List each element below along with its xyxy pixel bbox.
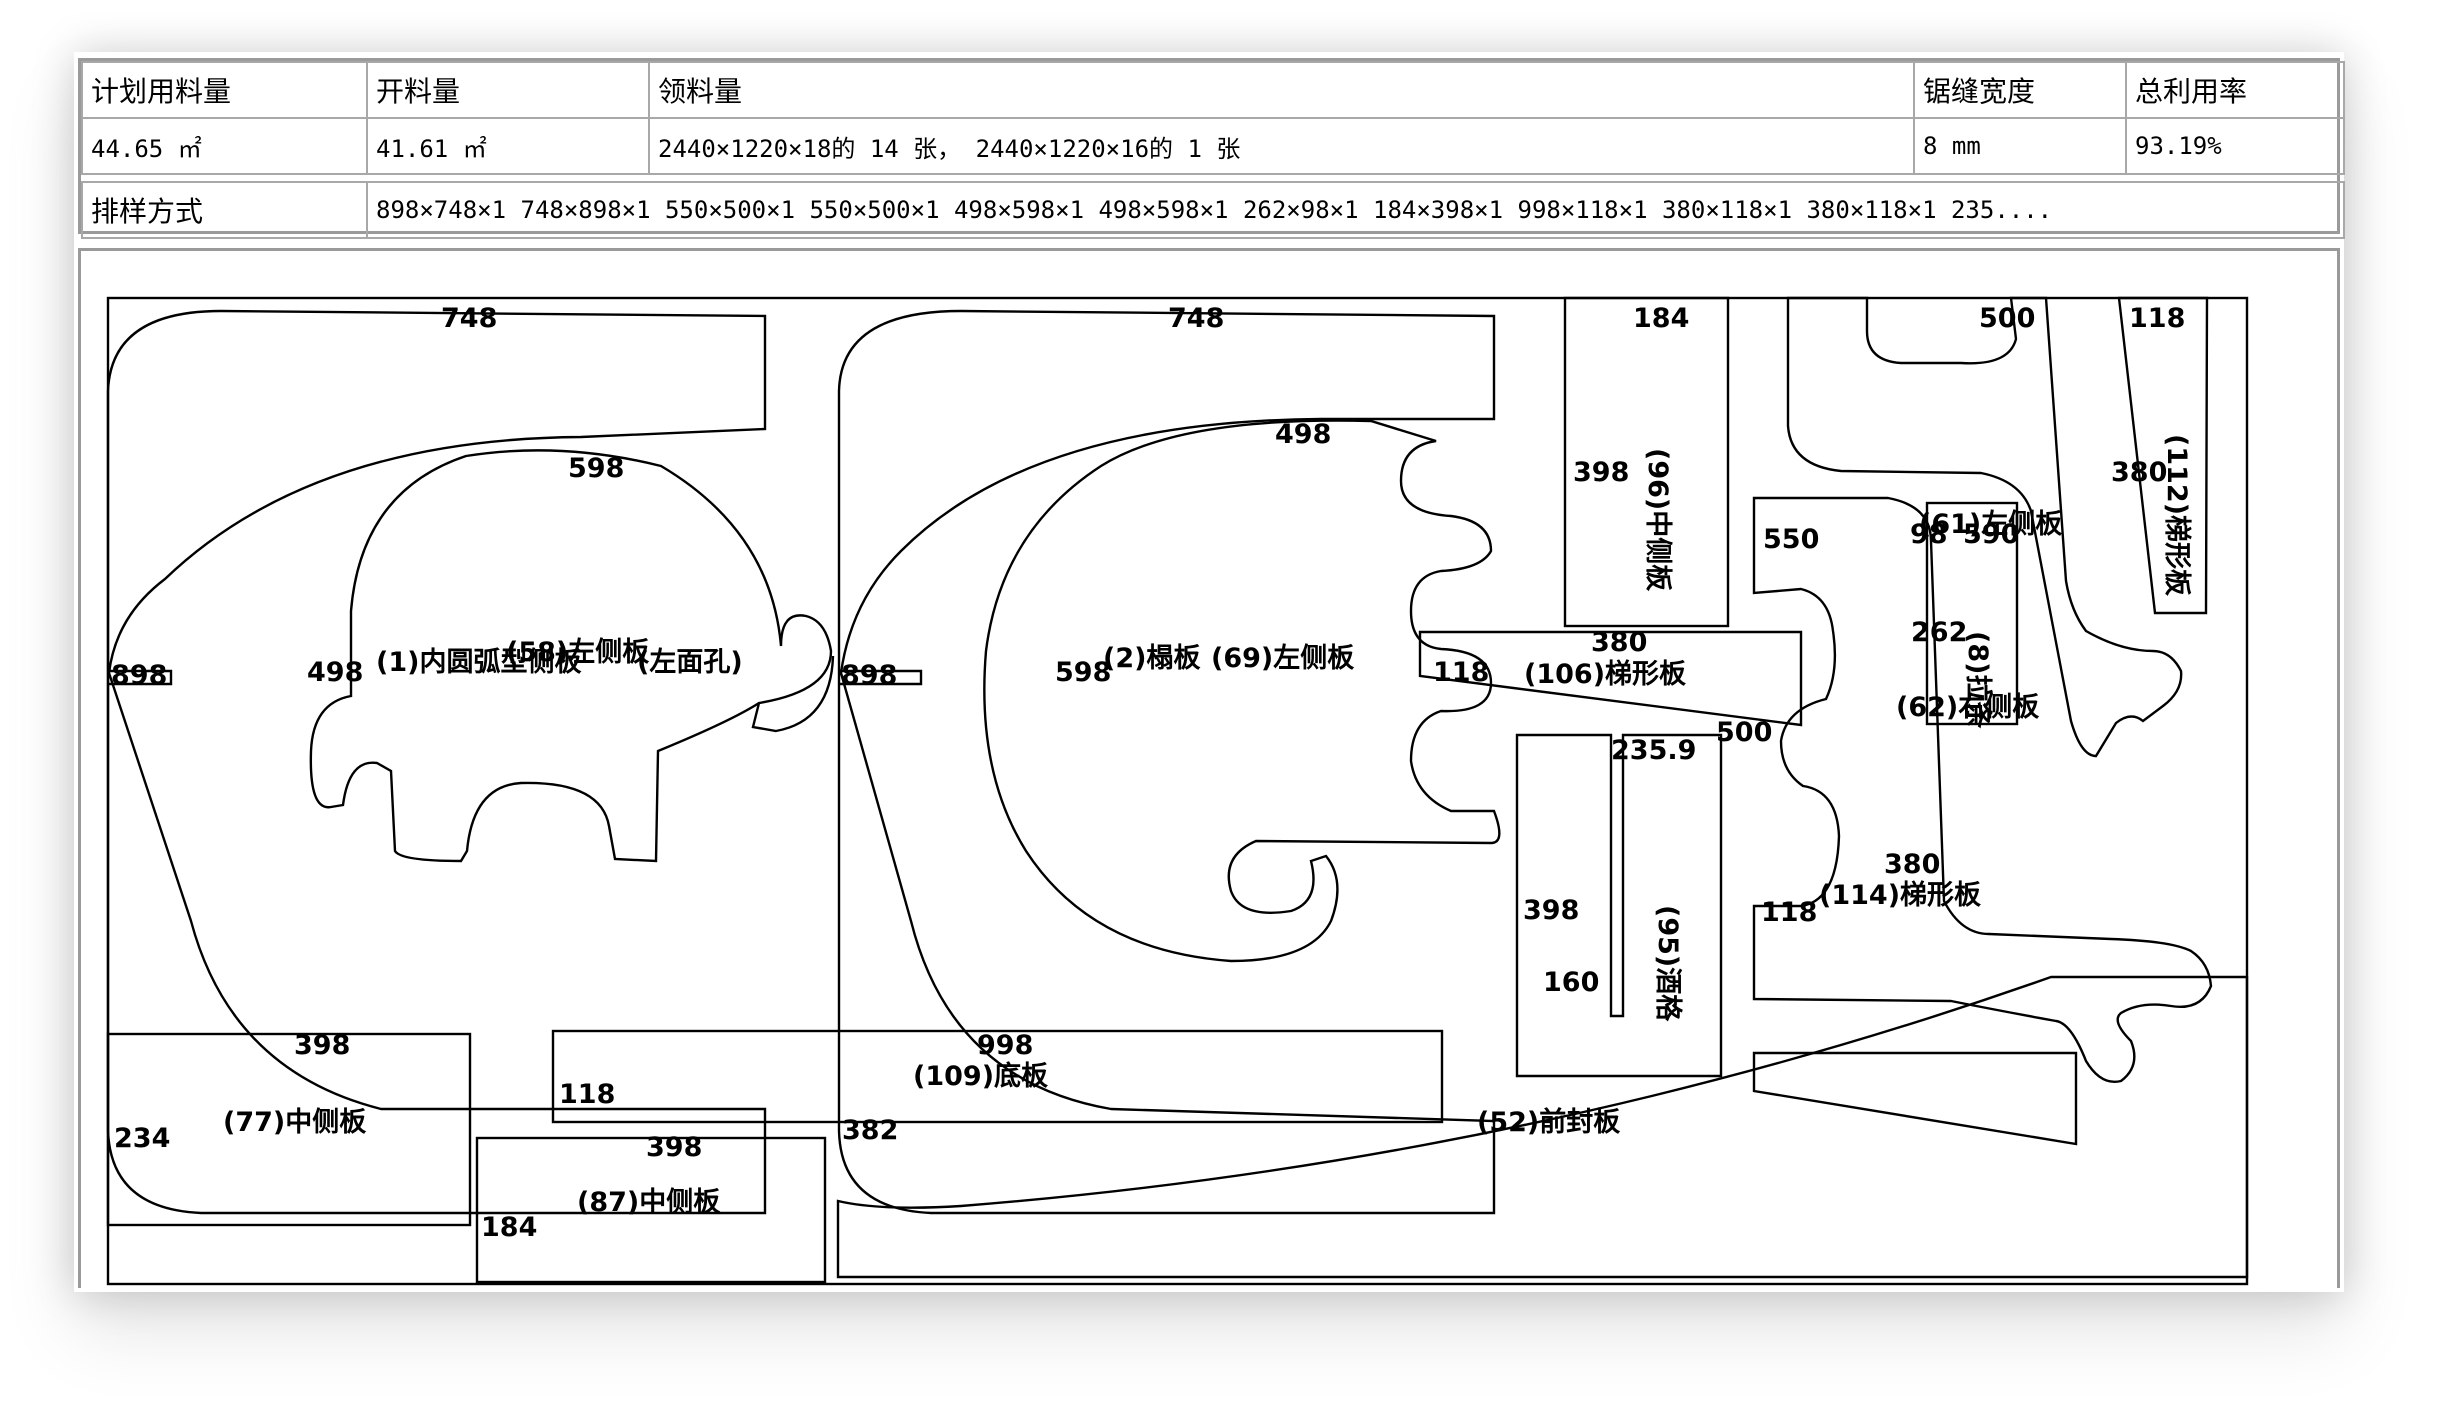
label-p6-side: 500 xyxy=(1716,717,1772,748)
label-p5-side: 380 xyxy=(2111,457,2167,488)
label-p1-name-a: (1)内圆弧型侧板 xyxy=(376,647,581,678)
label-p5-top: 118 xyxy=(2129,303,2185,334)
label-p7-name: (8)拉条 xyxy=(1962,631,1994,729)
label-p9-name: (95)酒格 xyxy=(1652,905,1683,1022)
nesting-drawing: 748 898 598 498 (1)内圆弧型侧板 (58)左侧板 (左面孔) … xyxy=(106,296,2249,1286)
label-p2-inner-top: 498 xyxy=(1275,419,1331,450)
value-cut-amount: 41.61 ㎡ xyxy=(366,117,650,175)
piece-2-inner-outline xyxy=(983,419,1501,963)
summary-header-row: 计划用料量 开料量 领料量 锯缝宽度 总利用率 xyxy=(81,61,2345,119)
value-kerf-width: 8 mm xyxy=(1913,117,2127,175)
label-p3-name: (96)中侧板 xyxy=(1642,448,1673,591)
header-utilization: 总利用率 xyxy=(2125,61,2345,119)
piece-2-outline xyxy=(837,309,1496,1215)
piece-2-tab xyxy=(839,669,923,686)
label-p8-name: (106)梯形板 xyxy=(1524,659,1686,690)
label-p9-top: 235.9 xyxy=(1611,735,1696,766)
piece-87-outline xyxy=(475,1136,827,1284)
summary-value-row: 44.65 ㎡ 41.61 ㎡ 2440×1220×18的 14 张， 2440… xyxy=(81,117,2345,175)
layout-row: 排样方式 898×748×1 748×898×1 550×500×1 550×5… xyxy=(81,181,2345,239)
label-p13-name: (87)中侧板 xyxy=(577,1187,720,1218)
piece-52-outline xyxy=(836,975,2249,1279)
label-p7-side: 262 xyxy=(1911,617,1967,648)
label-p5-name: (112)梯形板 xyxy=(2161,434,2192,596)
label-p1-name-b: (58)左侧板 xyxy=(506,637,649,668)
label-p2-inner-left: 598 xyxy=(1055,657,1111,688)
header-cut-amount: 开料量 xyxy=(366,61,650,119)
label-p7-top-a: 98 xyxy=(1910,519,1948,550)
layout-label: 排样方式 xyxy=(81,181,368,239)
label-p2-left: 898 xyxy=(841,660,897,691)
piece-61-outline xyxy=(1786,296,2183,758)
label-p12-name: (109)底板 xyxy=(913,1060,1048,1092)
label-p9-side: 398 xyxy=(1523,895,1579,926)
piece-96-outline xyxy=(1563,296,1730,628)
piece-1-outline xyxy=(106,309,767,1215)
label-p4-name: (61)左侧板 xyxy=(1919,509,2062,540)
label-p9-bottom: 160 xyxy=(1543,967,1599,998)
label-p10-side: 118 xyxy=(1761,897,1817,928)
label-p11-name: (77)中侧板 xyxy=(223,1107,366,1138)
label-p6-top: 550 xyxy=(1763,524,1819,555)
label-p1-left: 898 xyxy=(111,660,167,691)
value-requisition-amount: 2440×1220×18的 14 张， 2440×1220×16的 1 张 xyxy=(648,117,1915,175)
label-p11-side: 234 xyxy=(114,1123,170,1154)
label-p1-name-c: (左面孔) xyxy=(637,647,743,678)
value-planned-amount: 44.65 ㎡ xyxy=(81,117,368,175)
label-p3-side: 398 xyxy=(1573,457,1629,488)
piece-8-outline xyxy=(1925,501,2019,726)
piece-109-outline xyxy=(551,1029,1444,1124)
summary-table-panel: 计划用料量 开料量 领料量 锯缝宽度 总利用率 44.65 ㎡ 41.61 ㎡ … xyxy=(78,58,2345,239)
label-p10-name: (114)梯形板 xyxy=(1819,880,1981,911)
label-p7-top-b: 590 xyxy=(1963,519,2019,550)
piece-1-hole xyxy=(751,655,835,733)
label-p2-name-a: (2)榻板 xyxy=(1103,643,1200,674)
layout-value: 898×748×1 748×898×1 550×500×1 550×500×1 … xyxy=(366,181,2345,239)
piece-1-inner-outline xyxy=(309,449,833,863)
label-p13-top: 398 xyxy=(646,1132,702,1163)
header-planned-amount: 计划用料量 xyxy=(81,61,368,119)
label-p12-top: 998 xyxy=(977,1030,1033,1061)
label-p8-side: 118 xyxy=(1433,657,1489,688)
piece-550-outline xyxy=(1752,496,2213,1083)
label-p13-side: 184 xyxy=(481,1212,537,1243)
label-p11-top: 398 xyxy=(294,1030,350,1061)
piece-106-outline xyxy=(1418,630,1803,727)
nesting-canvas[interactable]: 748 898 598 498 (1)内圆弧型侧板 (58)左侧板 (左面孔) … xyxy=(78,248,2340,1288)
header-kerf-width: 锯缝宽度 xyxy=(1913,61,2127,119)
label-p14-name: (52)前封板 xyxy=(1477,1106,1620,1138)
piece-1-tab xyxy=(109,669,173,686)
label-p1-inner-top: 598 xyxy=(568,453,624,484)
value-utilization: 93.19% xyxy=(2125,117,2345,175)
label-p1-top: 748 xyxy=(441,303,497,334)
header-requisition-amount: 领料量 xyxy=(648,61,1915,119)
label-p4-top: 500 xyxy=(1979,303,2035,334)
label-p10-top: 380 xyxy=(1884,849,1940,880)
label-p8-top: 380 xyxy=(1591,627,1647,658)
piece-114-outline xyxy=(1752,1051,2078,1146)
piece-95-outline xyxy=(1515,733,1723,1078)
label-p7-name-b: (62)右侧板 xyxy=(1896,692,2039,723)
label-p2-top: 748 xyxy=(1168,303,1224,334)
label-p14-side: 382 xyxy=(842,1115,898,1146)
label-p1-inner-left: 498 xyxy=(307,657,363,688)
summary-table: 计划用料量 开料量 领料量 锯缝宽度 总利用率 44.65 ㎡ 41.61 ㎡ … xyxy=(81,61,2345,239)
label-p12-side: 118 xyxy=(559,1079,615,1110)
piece-77-outline xyxy=(106,1032,472,1227)
sheet-outline xyxy=(106,296,2249,1286)
piece-112-outline xyxy=(2117,296,2209,615)
label-p3-top: 184 xyxy=(1633,303,1689,334)
label-p2-name-b: (69)左侧板 xyxy=(1211,643,1354,674)
